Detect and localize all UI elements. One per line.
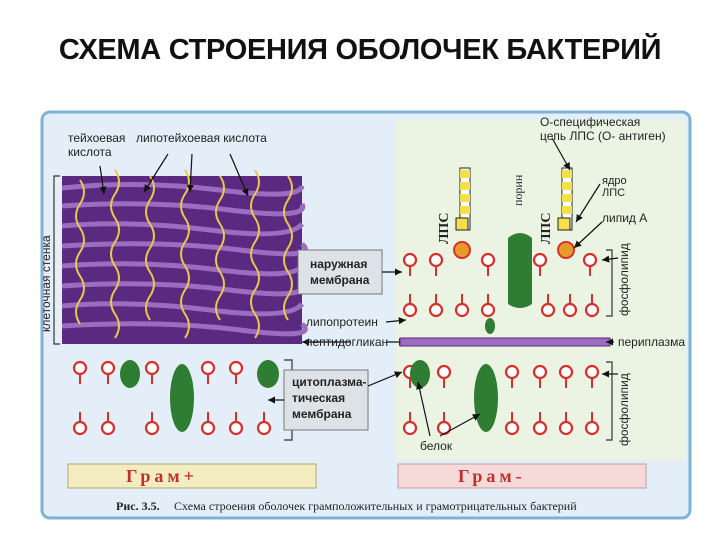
membrane-protein	[474, 364, 498, 432]
gram-negative-bar	[397, 463, 647, 489]
cytoplasmic-membrane-label-2: тическая	[292, 391, 345, 405]
lipoprotein-label: липопротеин	[306, 315, 378, 329]
membrane-protein	[170, 364, 194, 432]
teichoic-acid-label-2: кислота	[68, 145, 112, 159]
outer-membrane-label: наружная	[310, 257, 367, 271]
cell-envelope-diagram: тейхоевая кислота липотейхоевая кислота …	[40, 110, 692, 520]
figure-caption-prefix: Рис. 3.5.	[116, 499, 160, 513]
porin-label: порин	[511, 174, 525, 206]
teichoic-acid-label: тейхоевая	[68, 131, 125, 145]
lipid-a-label: липид А	[602, 211, 647, 225]
periplasm-label: периплазма	[618, 335, 685, 349]
phospholipid-top-label: фосфолипид	[617, 243, 631, 316]
membrane-protein	[410, 360, 430, 388]
lps-core-label-2: ЛПС	[602, 187, 625, 199]
lipoprotein	[485, 318, 495, 334]
cytoplasmic-membrane-box	[283, 369, 369, 431]
cytoplasmic-membrane-label-3: мембрана	[292, 407, 352, 421]
lps-core-label: ядро	[602, 175, 627, 187]
slide-title: СХЕМА СТРОЕНИЯ ОБОЛОЧЕК БАКТЕРИЙ	[58, 34, 662, 66]
gram-negative-area	[396, 120, 686, 460]
gram-positive-label: Грам+	[126, 466, 198, 486]
porin	[508, 233, 532, 308]
o-antigen-label: О-специфическая	[540, 115, 640, 129]
gram-negative-envelope	[399, 167, 613, 441]
lps-left	[453, 167, 471, 259]
gram-negative-label: Грам-	[458, 466, 526, 486]
outer-membrane-label-2: мембрана	[310, 273, 370, 287]
gram-positive-cell-wall	[53, 169, 308, 345]
membrane-protein	[120, 360, 140, 388]
peptidoglycan-layer	[399, 337, 611, 347]
cytoplasmic-membrane-label: цитоплазма-	[292, 375, 367, 389]
peptidoglycan-label: пептидогликан	[306, 335, 388, 349]
outer-membrane-box	[297, 249, 383, 295]
membrane-protein	[257, 360, 279, 388]
gram-positive-membrane	[72, 359, 293, 441]
cell-wall-label: клеточная стенка	[40, 235, 53, 332]
lps-left-label: ЛПС	[437, 213, 452, 244]
protein-label: белок	[420, 439, 453, 453]
phospholipid-bottom-label: фосфолипид	[617, 373, 631, 446]
lipoteichoic-acid-label: липотейхоевая кислота	[136, 131, 267, 145]
o-antigen-label-2: цепь ЛПС (О- антиген)	[540, 129, 666, 143]
gram-positive-bar	[67, 463, 317, 489]
figure-caption: Схема строения оболочек грамположительны…	[174, 499, 577, 513]
lps-right-label: ЛПС	[539, 213, 554, 244]
